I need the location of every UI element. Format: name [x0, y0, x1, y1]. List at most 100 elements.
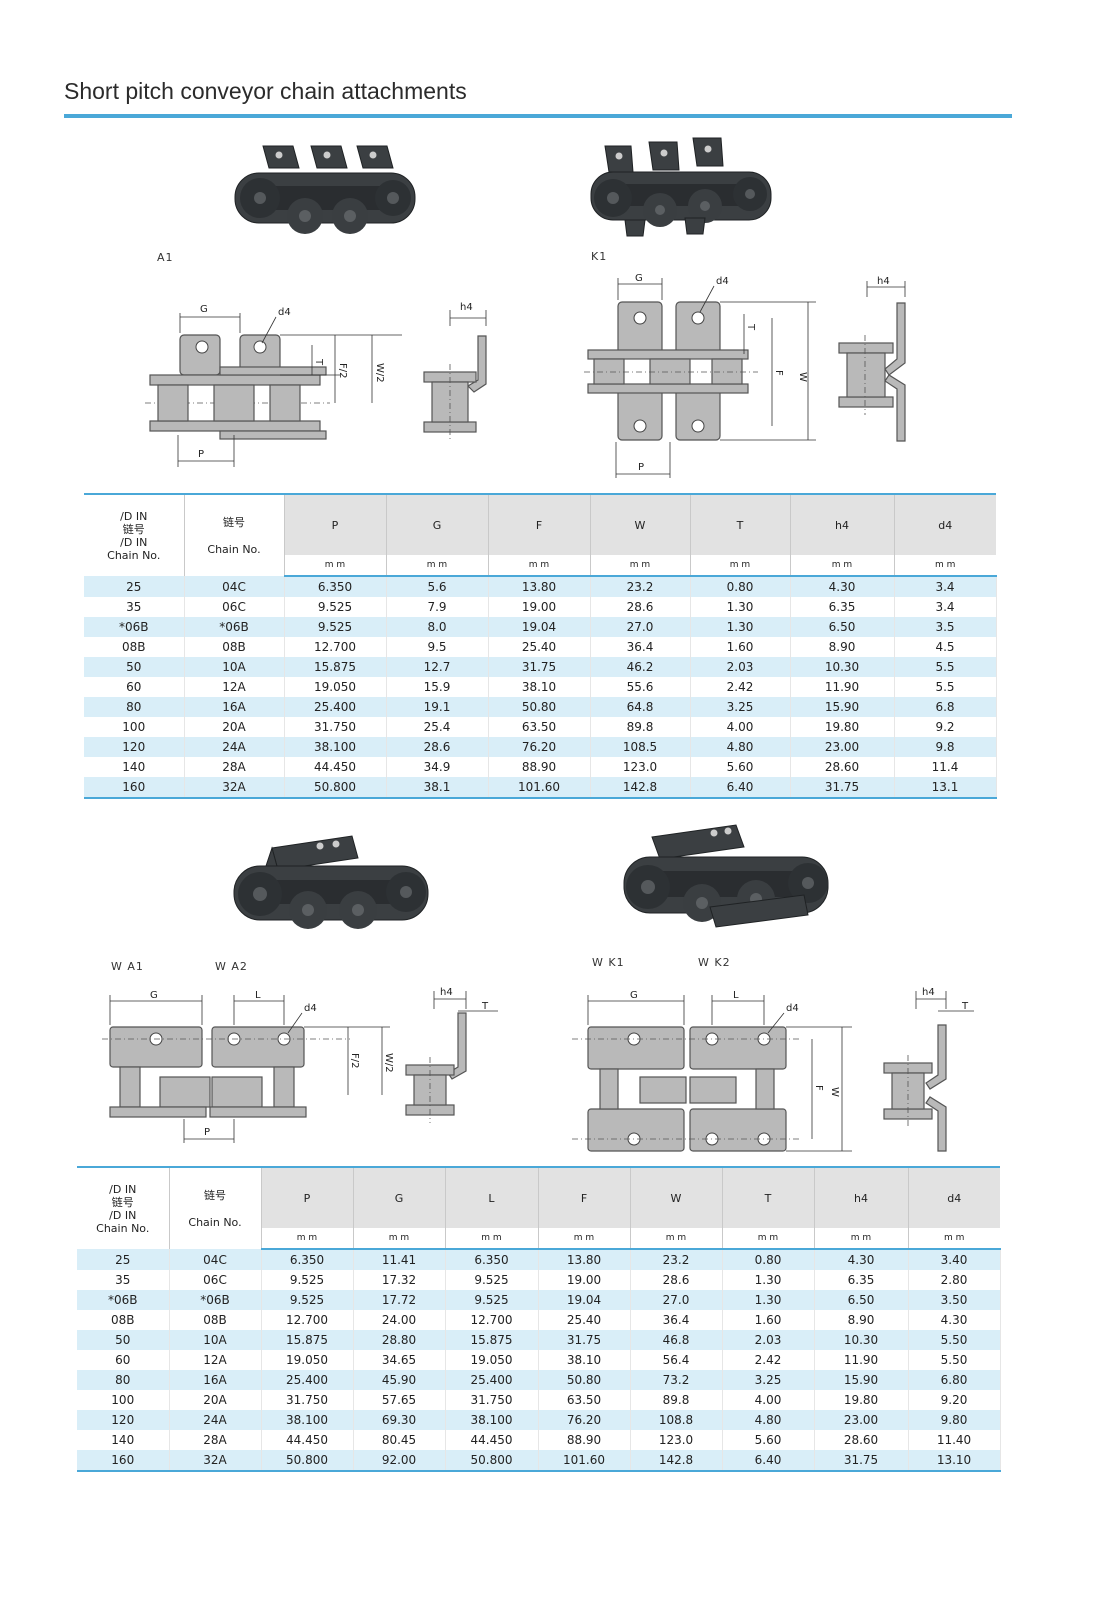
table-cell: 44.450 — [445, 1430, 539, 1450]
table-cell: 50.800 — [284, 777, 387, 799]
table-cell: 50 — [77, 1330, 170, 1350]
table-cell: 15.90 — [790, 697, 895, 717]
table-cell: 28.6 — [590, 597, 691, 617]
table-cell: 24A — [184, 737, 285, 757]
table-cell: 6.40 — [690, 777, 791, 799]
spec-table-1: /D IN 链号 /D IN Chain No. 链号 Chain No. P … — [84, 493, 997, 799]
table-cell: 2.03 — [690, 657, 791, 677]
table-cell: 35 — [77, 1270, 170, 1290]
diagram-wk-side: h4 T — [883, 987, 974, 1152]
table-cell: 120 — [77, 1410, 170, 1430]
table-cell: 50.80 — [488, 697, 591, 717]
table-cell: 13.80 — [538, 1249, 631, 1270]
table-cell: 08B — [77, 1310, 170, 1330]
dim-d4-wa: d4 — [304, 1003, 317, 1014]
table-cell: 5.60 — [722, 1430, 815, 1450]
table-cell: 76.20 — [488, 737, 591, 757]
table-cell: 160 — [77, 1450, 170, 1472]
unit-mm: m m — [283, 555, 386, 577]
col-header-w: W — [629, 1166, 722, 1228]
col-header-d4: d4 — [907, 1166, 1000, 1228]
table-cell: 19.1 — [386, 697, 489, 717]
table-cell: 13.1 — [894, 777, 997, 799]
table-cell: 9.525 — [284, 597, 387, 617]
table-cell: 24A — [169, 1410, 262, 1430]
col-header-d4: d4 — [893, 493, 996, 555]
table-cell: 28.60 — [790, 757, 895, 777]
table-cell: 46.2 — [590, 657, 691, 677]
table-cell: 1.30 — [722, 1270, 815, 1290]
dim-p-wa: P — [204, 1127, 210, 1138]
table-cell: 28A — [169, 1430, 262, 1450]
table-cell: 31.750 — [261, 1390, 354, 1410]
unit-mm: m m — [260, 1228, 353, 1250]
col-header-h4: h4 — [789, 493, 894, 555]
table-cell: 63.50 — [488, 717, 591, 737]
dim-t: T — [313, 358, 324, 366]
table-cell: 11.90 — [790, 677, 895, 697]
dim-d4: d4 — [278, 307, 291, 318]
table-cell: 0.80 — [690, 576, 791, 597]
table-cell: 36.4 — [590, 637, 691, 657]
table-cell: 4.30 — [790, 576, 895, 597]
table-cell: 8.0 — [386, 617, 489, 637]
dim-w-half: W/2 — [374, 363, 385, 383]
table-cell: 10.30 — [814, 1330, 909, 1350]
table-cell: 20A — [169, 1390, 262, 1410]
table-cell: 16A — [169, 1370, 262, 1390]
table-cell: 15.875 — [445, 1330, 539, 1350]
table-cell: 23.00 — [790, 737, 895, 757]
col-header-l: L — [444, 1166, 538, 1228]
table-cell: 9.525 — [445, 1270, 539, 1290]
table-cell: 123.0 — [590, 757, 691, 777]
table-cell: 31.75 — [538, 1330, 631, 1350]
table-cell: 2.80 — [908, 1270, 1001, 1290]
table-cell: 12.700 — [445, 1310, 539, 1330]
table-cell: 3.4 — [894, 597, 997, 617]
table-cell: 19.80 — [790, 717, 895, 737]
diagram-wk-front: G L d4 F W — [572, 990, 852, 1152]
table-cell: 6.35 — [814, 1270, 909, 1290]
table-cell: 12.700 — [261, 1310, 354, 1330]
col-header-g: G — [352, 1166, 445, 1228]
table-cell: 73.2 — [630, 1370, 723, 1390]
dim-f-half-wa: F/2 — [349, 1053, 360, 1068]
table-cell: 1.60 — [690, 637, 791, 657]
table-cell: 50.800 — [261, 1450, 354, 1472]
table-cell: 31.750 — [284, 717, 387, 737]
table-cell: 08B — [84, 637, 185, 657]
table-cell: 101.60 — [538, 1450, 631, 1472]
dim-p: P — [198, 449, 204, 460]
table-cell: 63.50 — [538, 1390, 631, 1410]
table-cell: 45.90 — [353, 1370, 446, 1390]
table-cell: 17.72 — [353, 1290, 446, 1310]
header-din-chain: /D IN 链号 /D IN Chain No. — [84, 493, 185, 576]
dim-d4-k1: d4 — [716, 276, 729, 287]
table-cell: 89.8 — [590, 717, 691, 737]
unit-mm: m m — [893, 555, 996, 577]
table-cell: 38.100 — [261, 1410, 354, 1430]
table-cell: 142.8 — [590, 777, 691, 799]
table-cell: 80.45 — [353, 1430, 446, 1450]
table-cell: 31.75 — [814, 1450, 909, 1472]
table-cell: 15.9 — [386, 677, 489, 697]
label-a1: A1 — [157, 251, 174, 264]
chain-photo-wk — [623, 824, 829, 928]
table-cell: 19.80 — [814, 1390, 909, 1410]
col-header-p: P — [283, 493, 386, 555]
table-cell: 100 — [77, 1390, 170, 1410]
label-wa2: W A2 — [215, 960, 248, 973]
table-cell: *06B — [184, 617, 285, 637]
table-cell: 100 — [84, 717, 185, 737]
table-cell: 15.90 — [814, 1370, 909, 1390]
table-cell: 6.350 — [261, 1249, 354, 1270]
table-cell: 9.525 — [445, 1290, 539, 1310]
chain-photo-a1 — [234, 145, 416, 234]
